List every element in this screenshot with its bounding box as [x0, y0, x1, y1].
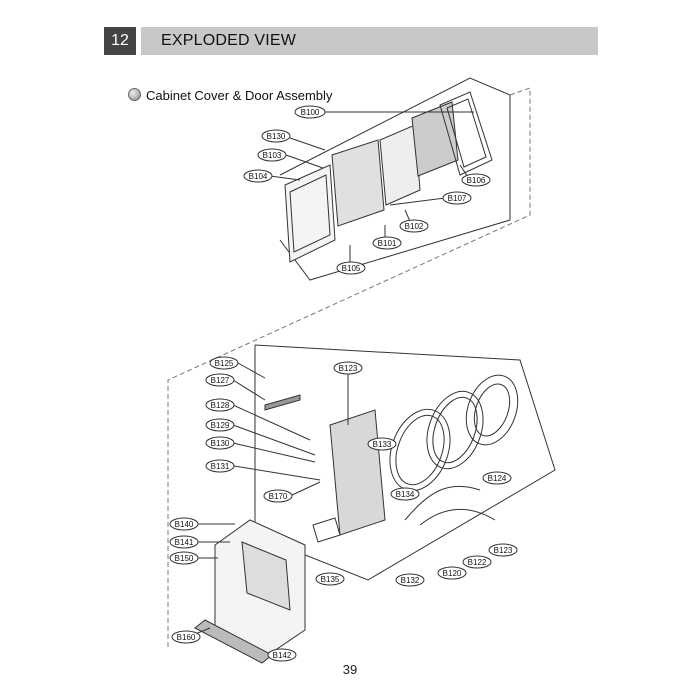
callout-b100: B100: [294, 105, 326, 119]
cabinet-cover-panel: [284, 164, 336, 263]
callout-b170: B170: [263, 489, 293, 503]
chapter-number: 12: [104, 27, 136, 55]
callout-b130-lower: B130: [205, 436, 235, 450]
ring-gasket: [439, 91, 493, 176]
section-title: Cabinet Cover & Door Assembly: [146, 88, 333, 103]
callouts-upper: B100 B130 B103 B104 B106 B107 B102 B101 …: [243, 105, 491, 275]
svg-text:B101: B101: [378, 239, 397, 248]
svg-text:B140: B140: [175, 520, 194, 529]
callout-b128: B128: [205, 398, 235, 412]
hinge-bar: [264, 394, 301, 411]
chapter-header: 12 EXPLODED VIEW: [104, 27, 598, 55]
svg-text:B130: B130: [267, 132, 286, 141]
page-number: 39: [342, 662, 358, 677]
svg-text:B130: B130: [211, 439, 230, 448]
chapter-title: EXPLODED VIEW: [161, 32, 297, 49]
dashed-guide: [167, 87, 531, 650]
callouts-lower: B125 B127 B128 B129 B130 B131 B170 B123 …: [169, 356, 518, 662]
svg-text:B129: B129: [211, 421, 230, 430]
svg-text:B123: B123: [494, 546, 513, 555]
svg-text:B122: B122: [468, 558, 487, 567]
callout-b102: B102: [399, 219, 429, 233]
callout-b142: B142: [267, 648, 297, 662]
upper-assembly-outline: [279, 77, 511, 281]
callout-b122: B122: [462, 555, 492, 569]
door-frame: [331, 139, 385, 227]
svg-text:B123: B123: [339, 364, 358, 373]
lower-assembly-outline: [254, 344, 556, 581]
callout-b135: B135: [315, 572, 345, 586]
svg-text:B127: B127: [211, 376, 230, 385]
callout-b134: B134: [390, 487, 420, 501]
callout-b124: B124: [482, 471, 512, 485]
svg-text:B131: B131: [211, 462, 230, 471]
svg-text:B160: B160: [177, 633, 196, 642]
callout-b141: B141: [169, 535, 199, 549]
callout-b150: B150: [169, 551, 199, 565]
callout-b125: B125: [209, 356, 239, 370]
callout-b106: B106: [461, 173, 491, 187]
callout-b129: B129: [205, 418, 235, 432]
door-ring: [465, 374, 519, 446]
callout-b101: B101: [372, 236, 402, 250]
svg-text:B104: B104: [249, 172, 268, 181]
svg-text:B128: B128: [211, 401, 230, 410]
callout-b107: B107: [442, 191, 472, 205]
svg-text:B106: B106: [467, 176, 486, 185]
svg-text:B134: B134: [396, 490, 415, 499]
svg-text:B103: B103: [263, 151, 282, 160]
svg-text:B100: B100: [301, 108, 320, 117]
inner-panel: [379, 124, 421, 206]
callout-b123-top: B123: [333, 361, 363, 375]
svg-text:B102: B102: [405, 222, 424, 231]
section-heading: Cabinet Cover & Door Assembly: [128, 88, 332, 103]
svg-text:B150: B150: [175, 554, 194, 563]
callout-b160: B160: [171, 630, 201, 644]
main-frame: [329, 409, 386, 536]
callout-b123-bottom: B123: [488, 543, 518, 557]
chapter-title-bar: EXPLODED VIEW: [141, 27, 598, 55]
large-ring-1: [389, 408, 451, 492]
grille: [411, 101, 459, 177]
callout-b120: B120: [437, 566, 467, 580]
svg-text:B133: B133: [373, 440, 392, 449]
svg-text:B125: B125: [215, 359, 234, 368]
callout-b103: B103: [257, 148, 287, 162]
svg-text:B124: B124: [488, 474, 507, 483]
bullet-icon: [128, 88, 141, 101]
svg-text:B107: B107: [448, 194, 467, 203]
svg-text:B105: B105: [342, 264, 361, 273]
callout-b104: B104: [243, 169, 273, 183]
gasket: [312, 517, 341, 543]
callout-b105: B105: [336, 261, 366, 275]
svg-text:B135: B135: [321, 575, 340, 584]
svg-text:B141: B141: [175, 538, 194, 547]
large-ring-2: [426, 390, 484, 470]
wire-harness: [404, 485, 496, 526]
callout-b140: B140: [169, 517, 199, 531]
svg-text:B120: B120: [443, 569, 462, 578]
callout-b132: B132: [395, 573, 425, 587]
callout-b130: B130: [261, 129, 291, 143]
callout-b133: B133: [367, 437, 397, 451]
callout-b131: B131: [205, 459, 235, 473]
callout-b127: B127: [205, 373, 235, 387]
svg-text:B170: B170: [269, 492, 288, 501]
svg-text:B132: B132: [401, 576, 420, 585]
svg-text:B142: B142: [273, 651, 292, 660]
